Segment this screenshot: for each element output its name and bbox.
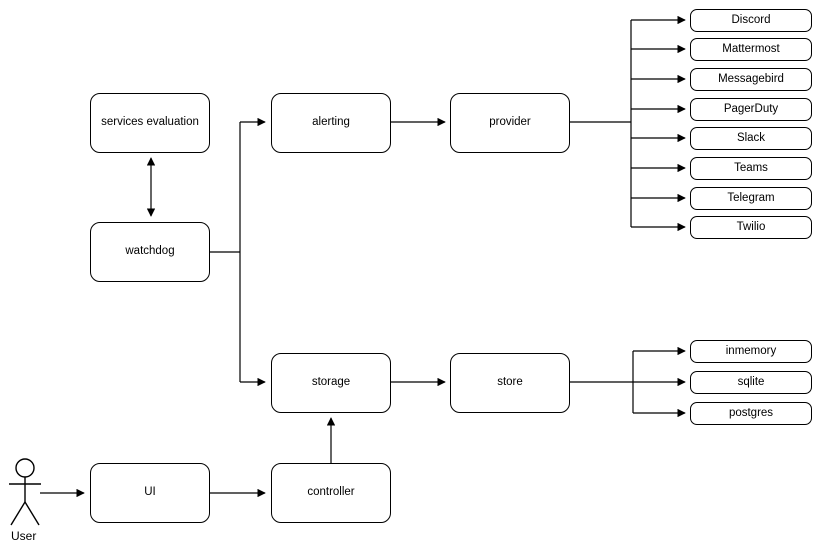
node-watchdog[interactable]: watchdog (90, 222, 210, 282)
node-services-evaluation[interactable]: services evaluation (90, 93, 210, 153)
edge-watchdog-branch (210, 117, 266, 387)
node-controller[interactable]: controller (271, 463, 391, 523)
node-provider-target-twilio[interactable]: Twilio (690, 216, 812, 239)
edge-provider-fanout (570, 15, 686, 232)
node-store-target-postgres-label: postgres (728, 406, 774, 419)
node-controller-label: controller (307, 486, 355, 499)
node-provider[interactable]: provider (450, 93, 570, 153)
node-store[interactable]: store (450, 353, 570, 413)
node-alerting-label: alerting (312, 116, 350, 129)
node-store-label: store (497, 376, 523, 389)
node-provider-target-slack[interactable]: Slack (690, 127, 812, 150)
node-provider-target-twilio-label: Twilio (736, 220, 766, 233)
node-store-target-sqlite-label: sqlite (737, 375, 765, 388)
user-actor-icon (9, 458, 41, 526)
node-storage[interactable]: storage (271, 353, 391, 413)
node-provider-target-discord-label: Discord (731, 13, 771, 26)
node-provider-target-telegram-label: Telegram (727, 191, 775, 204)
node-provider-target-pagerduty[interactable]: PagerDuty (690, 98, 812, 121)
node-provider-target-teams[interactable]: Teams (690, 157, 812, 180)
node-watchdog-label: watchdog (125, 245, 175, 258)
node-provider-target-mattermost-label: Mattermost (722, 42, 780, 55)
node-provider-target-discord[interactable]: Discord (690, 9, 812, 32)
node-store-target-inmemory[interactable]: inmemory (690, 340, 812, 363)
user-actor-label: User (11, 529, 37, 543)
node-provider-target-pagerduty-label: PagerDuty (723, 102, 779, 115)
node-provider-target-slack-label: Slack (736, 131, 766, 144)
node-services-evaluation-label: services evaluation (101, 116, 199, 129)
node-provider-target-telegram[interactable]: Telegram (690, 187, 812, 210)
node-store-target-postgres[interactable]: postgres (690, 402, 812, 425)
node-ui-label: UI (144, 486, 156, 499)
node-provider-target-mattermost[interactable]: Mattermost (690, 38, 812, 61)
node-provider-target-messagebird[interactable]: Messagebird (690, 68, 812, 91)
node-alerting[interactable]: alerting (271, 93, 391, 153)
node-provider-label: provider (489, 116, 531, 129)
node-provider-target-messagebird-label: Messagebird (718, 72, 784, 85)
node-ui[interactable]: UI (90, 463, 210, 523)
node-store-target-inmemory-label: inmemory (725, 344, 777, 357)
edge-store-fanout (570, 346, 686, 418)
node-storage-label: storage (311, 376, 351, 389)
node-store-target-sqlite[interactable]: sqlite (690, 371, 812, 394)
node-provider-target-teams-label: Teams (734, 161, 768, 174)
